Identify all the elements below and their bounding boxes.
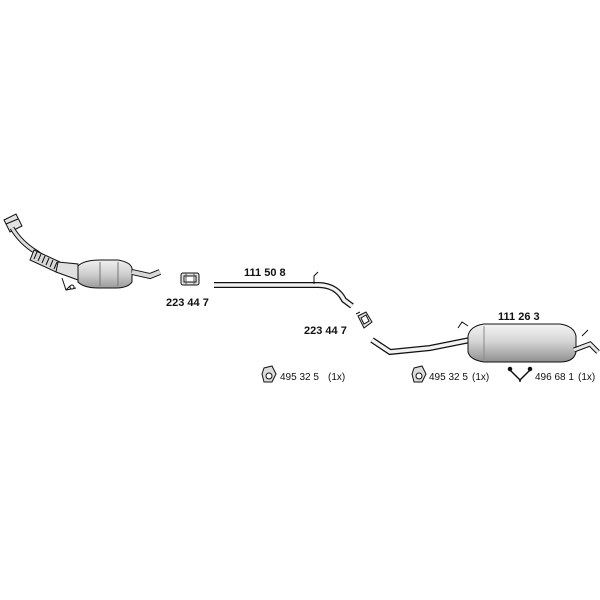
hanger-qty: (1x) bbox=[578, 372, 595, 383]
catalytic-converter-assembly bbox=[3, 213, 162, 291]
rubber-mount-2-qty: (1x) bbox=[472, 372, 489, 383]
rubber-mount-1-qty: (1x) bbox=[328, 372, 345, 383]
clamp-icon bbox=[355, 311, 373, 329]
rubber-mount-icon bbox=[411, 365, 427, 383]
hanger-label: 496 68 1 bbox=[535, 372, 574, 383]
rubber-mount-2-label: 495 32 5 bbox=[429, 372, 468, 383]
clamp-icon bbox=[180, 272, 200, 286]
rear-muffler-label: 111 26 3 bbox=[498, 311, 540, 323]
rubber-mount-icon bbox=[261, 365, 277, 383]
rear-muffler bbox=[370, 321, 600, 363]
front-pipe-label: 111 50 8 bbox=[244, 267, 286, 279]
clamp-1-label: 223 44 7 bbox=[166, 297, 209, 309]
rubber-mount-1-label: 495 32 5 bbox=[280, 372, 319, 383]
front-pipe bbox=[214, 271, 354, 309]
hanger-icon bbox=[507, 366, 533, 382]
clamp-2-label: 223 44 7 bbox=[304, 325, 347, 337]
